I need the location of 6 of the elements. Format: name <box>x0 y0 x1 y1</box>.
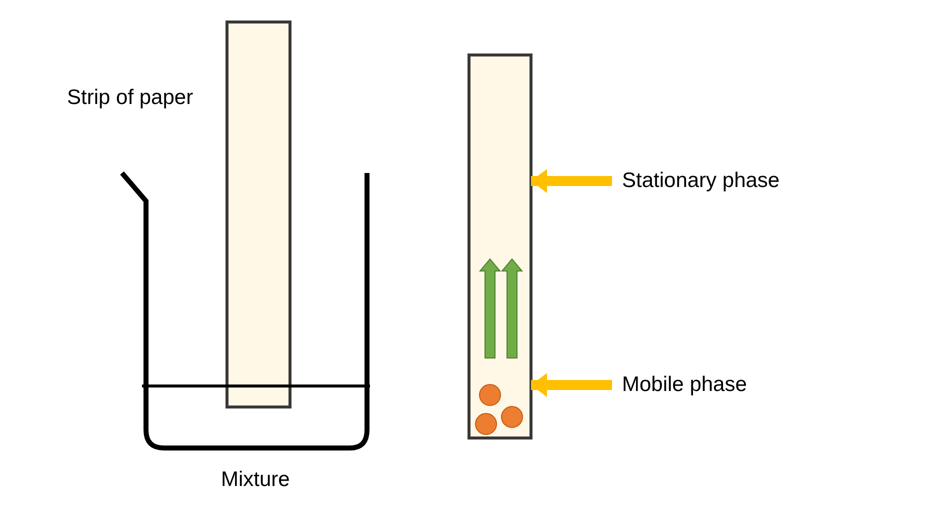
phase-label: Stationary phase <box>622 169 780 193</box>
arrow <box>531 373 612 397</box>
part-label: Strip of paper <box>67 86 194 110</box>
phase-label: Mobile phase <box>622 373 747 397</box>
arrow <box>531 169 612 193</box>
part-label: Mixture <box>221 468 290 492</box>
